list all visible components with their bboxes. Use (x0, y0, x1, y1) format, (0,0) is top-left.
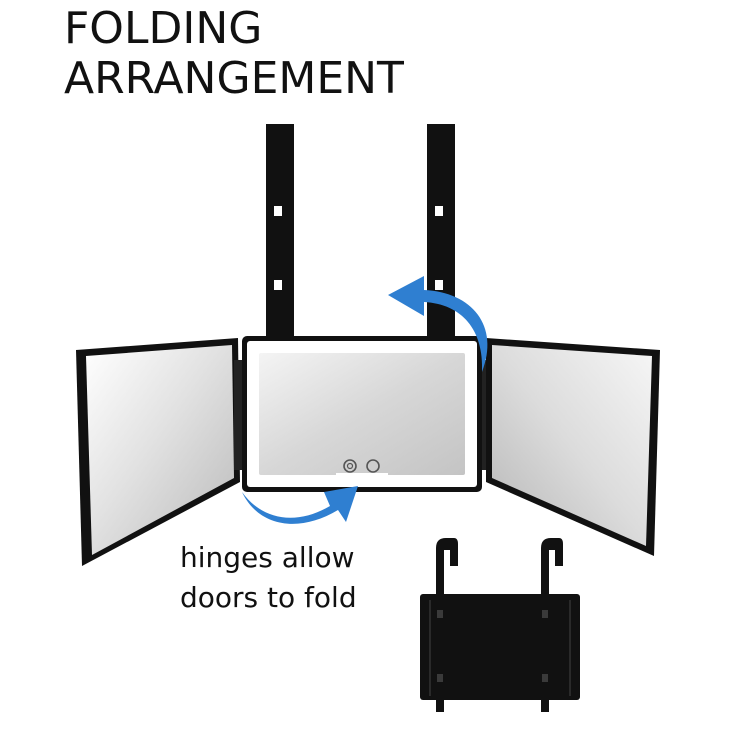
right-mirror-door (486, 338, 660, 556)
bracket-slot (435, 280, 443, 290)
caption-line-2: doors to fold (180, 581, 357, 614)
bracket-slot (274, 206, 282, 216)
fold-arrow-right-icon (242, 486, 358, 524)
right-hinge (478, 360, 488, 470)
left-hinge (234, 360, 244, 470)
title-line-2: ARRANGEMENT (64, 53, 404, 104)
power-button-icon[interactable] (343, 459, 357, 473)
left-mirror-glass (86, 345, 234, 555)
control-strip (336, 473, 388, 487)
light-button-icon[interactable] (366, 459, 380, 473)
page-title: FOLDING ARRANGEMENT (64, 4, 404, 104)
left-mirror-door (76, 338, 240, 566)
center-mirror (242, 336, 482, 492)
bracket-slot (435, 206, 443, 216)
folded-mirror-inset (420, 538, 580, 712)
hanging-bracket-left (266, 124, 294, 338)
bracket-slot (274, 280, 282, 290)
title-line-1: FOLDING (64, 3, 263, 54)
right-mirror-glass (492, 345, 652, 546)
center-mirror-glass (259, 353, 465, 475)
fold-arrow-up-icon (388, 276, 488, 372)
caption-line-1: hinges allow (180, 541, 355, 574)
caption: hinges allow doors to fold (180, 538, 357, 618)
inset-folded-body (420, 594, 580, 700)
